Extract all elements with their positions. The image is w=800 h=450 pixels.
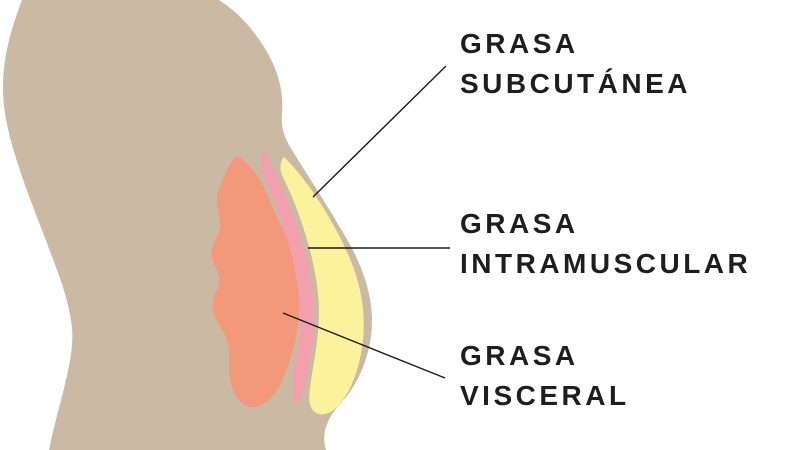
- visceral-leader-line: [282, 312, 446, 379]
- label-grasa-subcutanea: GRASA SUBCUTÁNEA: [460, 24, 691, 104]
- label-grasa-visceral-line1: GRASA: [460, 340, 579, 371]
- label-grasa-visceral-line2: VISCERAL: [460, 380, 630, 411]
- intramuscular-fat-shape: [260, 150, 314, 405]
- label-grasa-visceral: GRASA VISCERAL: [460, 336, 630, 416]
- label-grasa-intramuscular: GRASA INTRAMUSCULAR: [460, 204, 751, 284]
- label-grasa-subcutanea-line2: SUBCUTÁNEA: [460, 68, 691, 99]
- label-grasa-intramuscular-line1: GRASA: [460, 208, 579, 239]
- label-grasa-subcutanea-line1: GRASA: [460, 28, 579, 59]
- label-grasa-intramuscular-line2: INTRAMUSCULAR: [460, 248, 752, 279]
- subcutaneous-fat-shape: [280, 157, 364, 415]
- visceral-fat-shape: [211, 156, 300, 408]
- subcutanea-leader-line: [312, 65, 447, 198]
